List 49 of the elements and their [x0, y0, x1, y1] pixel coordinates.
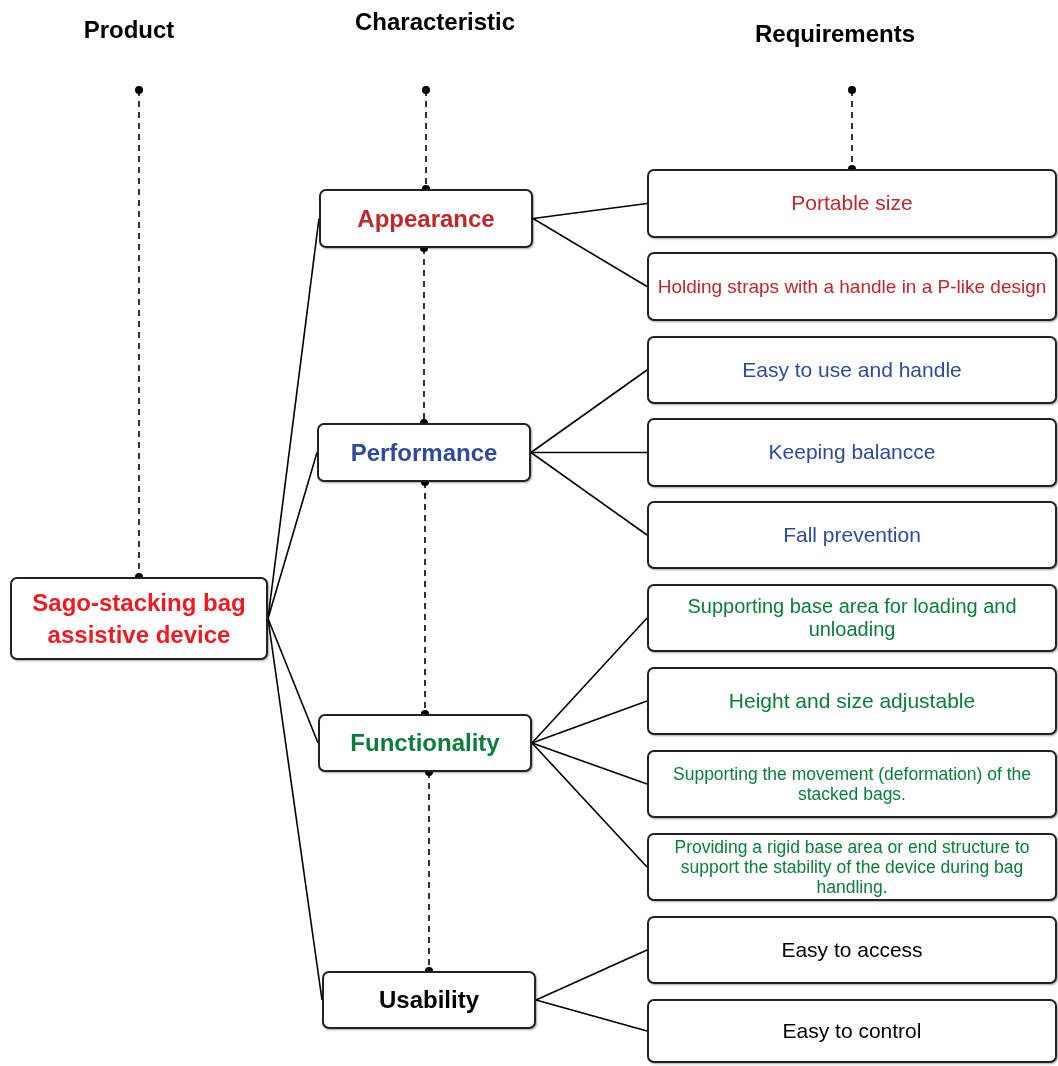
characteristic-box: [322, 971, 536, 1029]
connector-line: [535, 949, 648, 1001]
requirement-text: Easy to access: [781, 937, 923, 963]
connector-line: [531, 742, 648, 785]
requirement-box: [647, 336, 1057, 404]
requirement-box: [647, 667, 1057, 735]
connector-line: [530, 451, 648, 536]
characteristic-box: [317, 423, 531, 482]
characteristic-box: [319, 189, 533, 248]
box-label: Appearance: [357, 203, 495, 234]
requirement-box: [647, 833, 1057, 901]
connector-line: [267, 617, 319, 744]
requirement-box: [647, 169, 1057, 238]
requirement-text: Supporting the movement (deformation) of the stacked bags.: [672, 763, 1032, 805]
box-label: Performance: [350, 437, 498, 468]
requirement-text: Supporting base area for loading and unloading: [686, 595, 1018, 641]
connector-line: [531, 742, 648, 868]
column-heading: Requirements: [750, 18, 920, 90]
column-heading: Characteristic: [340, 6, 530, 90]
requirement-text: Height and size adjustable: [728, 688, 976, 714]
connector-line: [267, 617, 323, 1001]
product-box: [10, 577, 268, 660]
requirement-text: Fall prevention: [783, 522, 921, 548]
requirement-box: [647, 418, 1057, 487]
connector-line: [535, 999, 648, 1032]
box-label: Functionality: [350, 728, 500, 759]
connector-line: [531, 700, 648, 744]
requirement-text: Easy to control: [782, 1018, 922, 1044]
requirement-box: [647, 916, 1057, 984]
connector-line: [530, 451, 648, 454]
requirement-box: [647, 750, 1057, 818]
requirement-text: Portable size: [791, 191, 913, 216]
characteristic-box: [318, 714, 532, 772]
requirement-text: Keeping balancce: [768, 440, 936, 465]
column-heading: Product: [68, 14, 190, 90]
requirement-text: Easy to use and handle: [742, 357, 962, 383]
connector-line: [532, 202, 648, 220]
requirement-box: [647, 999, 1057, 1063]
requirement-text: Holding straps with a handle in a P-like design: [657, 275, 1047, 298]
box-label: Sago-stacking bag assistive device: [31, 588, 247, 650]
requirement-box: [647, 252, 1057, 321]
connector-line: [531, 617, 648, 744]
requirement-box: [647, 501, 1057, 569]
connector-line: [267, 451, 318, 620]
requirement-box: [647, 584, 1057, 652]
box-label: Usability: [379, 985, 479, 1016]
requirement-text: Providing a rigid base area or end structure to support the stability of the device during bag handling.: [673, 836, 1031, 898]
connector-line: [532, 217, 648, 288]
connector-line: [530, 369, 648, 454]
